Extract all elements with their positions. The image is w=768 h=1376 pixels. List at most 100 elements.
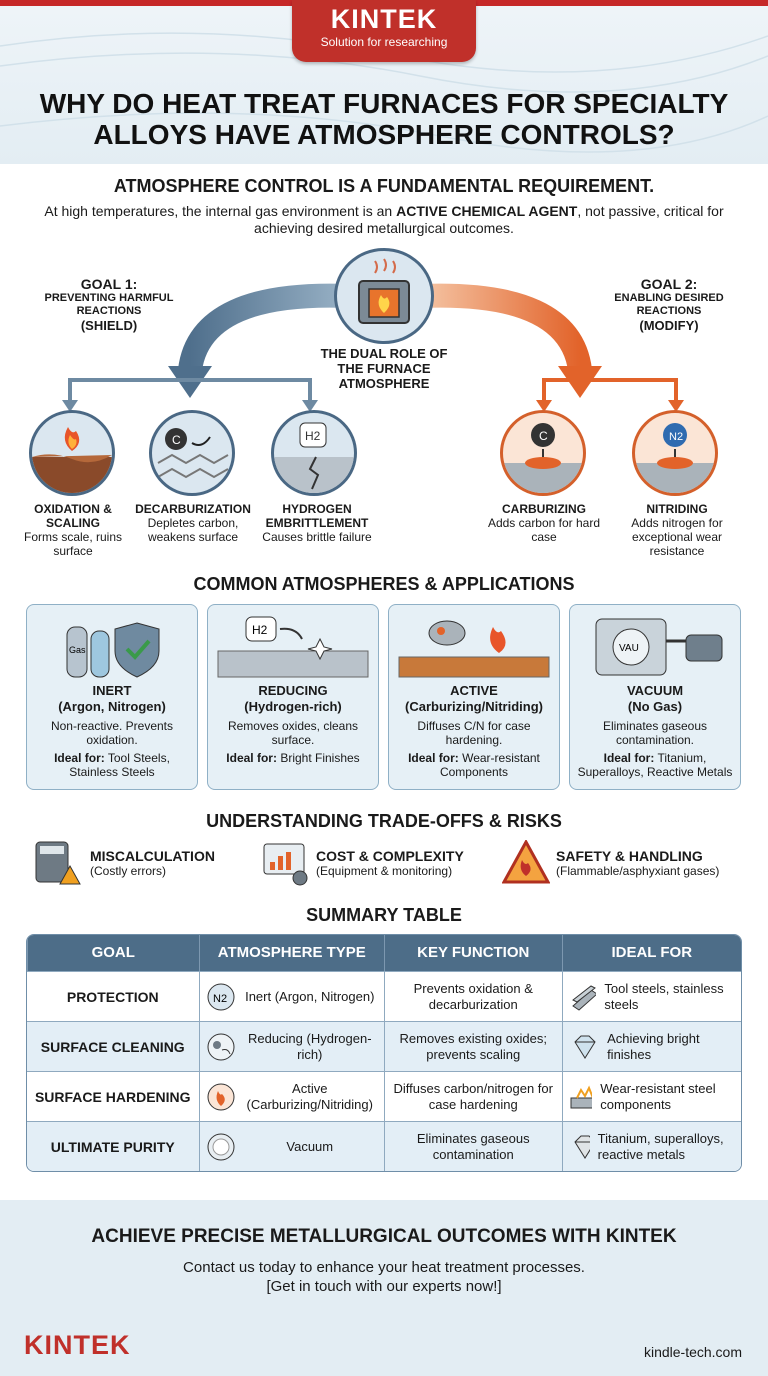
atmosphere-card-inert[interactable]: Gas INERT (Argon, Nitrogen) Non-reactive… bbox=[26, 604, 198, 790]
nitrogen-diffusion-icon: N2 bbox=[632, 410, 718, 496]
dual-role-label: THE DUAL ROLE OF THE FURNACE ATMOSPHERE bbox=[320, 346, 448, 391]
brand-logo-badge[interactable]: KINTEK Solution for researching bbox=[292, 0, 476, 62]
harmful-title-2: HYDROGEN EMBRITTLEMENT bbox=[265, 502, 369, 530]
card-desc-active: Diffuses C/N for case hardening. bbox=[417, 719, 531, 747]
footer bbox=[0, 1200, 768, 1376]
gas-cylinder-shield-icon: Gas bbox=[27, 605, 197, 683]
intro-text: At high temperatures, the internal gas e… bbox=[40, 203, 728, 237]
table-row: SURFACE HARDENING Active (Carburizing/Ni… bbox=[27, 1071, 741, 1121]
risk-title-0: MISCALCULATION bbox=[90, 848, 215, 864]
goal-1-line3: (SHIELD) bbox=[80, 318, 138, 333]
card-title-inert: INERT bbox=[92, 683, 132, 698]
brand-tagline: Solution for researching bbox=[320, 35, 448, 49]
atmosphere-card-reducing[interactable]: H2 REDUCING (Hydrogen-rich) Removes oxid… bbox=[207, 604, 379, 790]
row-function: Prevents oxidation & decarburization bbox=[384, 972, 562, 1021]
risk-safety: SAFETY & HANDLING(Flammable/asphyxiant g… bbox=[502, 840, 742, 886]
nitrogen-icon: N2 bbox=[207, 983, 235, 1010]
nitrogen-icon-label: N2 bbox=[213, 993, 227, 1005]
desired-title-0: CARBURIZING bbox=[502, 502, 586, 516]
goal-2-label: GOAL 2: ENABLING DESIRED REACTIONS (MODI… bbox=[594, 276, 744, 333]
dual-role-arrows bbox=[62, 283, 684, 412]
card-subtitle-vacuum: (No Gas) bbox=[627, 699, 683, 714]
row-goal: SURFACE HARDENING bbox=[34, 1088, 191, 1105]
harmful-desc-2: Causes brittle failure bbox=[262, 530, 372, 544]
risk-sub-2: (Flammable/asphyxiant gases) bbox=[556, 864, 720, 878]
hydrogen-label: H2 bbox=[252, 623, 268, 637]
card-title-active: ACTIVE bbox=[450, 683, 498, 698]
card-ideal-vacuum: Ideal for: Titanium, Superalloys, Reacti… bbox=[570, 751, 740, 779]
row-function: Removes existing oxides; prevents scalin… bbox=[384, 1022, 562, 1071]
ideal-label: Ideal for: bbox=[603, 751, 655, 765]
card-subtitle-reducing: (Hydrogen-rich) bbox=[244, 699, 342, 714]
ideal-value-active: Wear-resistant Components bbox=[439, 751, 540, 779]
intro-text-bold: ACTIVE CHEMICAL AGENT bbox=[396, 203, 578, 219]
furnace-icon bbox=[334, 248, 434, 344]
ideal-label: Ideal for: bbox=[54, 751, 105, 765]
row-goal: SURFACE CLEANING bbox=[40, 1038, 185, 1055]
risk-title-2: SAFETY & HANDLING bbox=[556, 848, 703, 864]
footer-url[interactable]: kindle-tech.com bbox=[643, 1344, 742, 1360]
fire-warning-icon bbox=[502, 840, 550, 884]
ideal-value-vacuum: Titanium, Superalloys, Reactive Metals bbox=[577, 751, 733, 779]
footer-logo[interactable]: KINTEK bbox=[24, 1330, 131, 1360]
column-header-ideal: IDEAL FOR bbox=[561, 935, 742, 971]
desired-desc-0: Adds carbon for hard case bbox=[487, 516, 601, 544]
row-goal: PROTECTION bbox=[66, 988, 159, 1005]
risk-title-1: COST & COMPLEXITY bbox=[316, 848, 464, 864]
row-ideal-text: Achieving bright finishes bbox=[607, 1030, 700, 1062]
carbon-diffusion-icon: C bbox=[500, 410, 586, 496]
vacuum-label: VAU bbox=[619, 643, 639, 654]
hydrogen-surface-icon: H2 bbox=[208, 605, 378, 683]
desired-desc-1: Adds nitrogen for exceptional wear resis… bbox=[631, 516, 723, 558]
risk-sub-1: (Equipment & monitoring) bbox=[316, 864, 453, 878]
table-row: SURFACE CLEANING Reducing (Hydrogen-rich… bbox=[27, 1021, 741, 1071]
ideal-label: Ideal for: bbox=[226, 751, 277, 765]
row-ideal-text: Titanium, superalloys, reactive metals bbox=[597, 1130, 724, 1162]
hydrogen-crack-icon: H2 bbox=[271, 410, 357, 496]
row-atmosphere: Vacuum bbox=[198, 1122, 384, 1171]
card-desc-vacuum: Eliminates gaseous contamination. bbox=[602, 719, 708, 747]
harmful-desc-1: Depletes carbon, weakens surface bbox=[147, 516, 239, 544]
ideal-value-inert: Tool Steels, Stainless Steels bbox=[69, 751, 170, 779]
vacuum-chamber-icon: VAU bbox=[570, 605, 740, 683]
row-ideal: Titanium, superalloys, reactive metals bbox=[561, 1122, 742, 1171]
row-ideal-text: Wear-resistant steel components bbox=[600, 1080, 716, 1112]
column-header-atmosphere: ATMOSPHERE TYPE bbox=[198, 935, 384, 971]
risk-miscalculation: MISCALCULATION(Costly errors) bbox=[34, 840, 234, 886]
monitor-chart-icon bbox=[263, 843, 308, 886]
intro-heading: ATMOSPHERE CONTROL IS A FUNDAMENTAL REQU… bbox=[113, 176, 655, 196]
row-ideal: Tool steels, stainless steels bbox=[561, 972, 742, 1021]
row-atmosphere-text: Vacuum bbox=[286, 1138, 334, 1154]
card-title-vacuum: VACUUM bbox=[626, 683, 684, 698]
page-title: WHY DO HEAT TREAT FURNACES FOR SPECIALTY… bbox=[39, 88, 729, 150]
ideal-value-reducing: Bright Finishes bbox=[280, 751, 360, 765]
calculator-warning-icon bbox=[35, 841, 81, 885]
svg-text:C: C bbox=[172, 433, 181, 447]
row-atmosphere: Reducing (Hydrogen-rich) bbox=[198, 1022, 384, 1071]
atmosphere-card-active[interactable]: ACTIVE (Carburizing/Nitriding) Diffuses … bbox=[388, 604, 560, 790]
atmospheres-heading: COMMON ATMOSPHERES & APPLICATIONS bbox=[193, 574, 575, 594]
column-header-function: KEY FUNCTION bbox=[384, 935, 562, 971]
card-subtitle-inert: (Argon, Nitrogen) bbox=[58, 699, 166, 714]
flame-rust-icon bbox=[29, 410, 115, 496]
brand-name: KINTEK bbox=[330, 4, 438, 34]
row-goal: ULTIMATE PURITY bbox=[50, 1138, 175, 1155]
footer-line1: Contact us today to enhance your heat tr… bbox=[183, 1259, 585, 1276]
row-atmosphere-text: Reducing (Hydrogen-rich) bbox=[247, 1030, 372, 1062]
goal-1-line2: PREVENTING HARMFUL REACTIONS bbox=[44, 292, 174, 317]
atmosphere-card-vacuum[interactable]: VAU VACUUM (No Gas) Eliminates gaseous c… bbox=[569, 604, 741, 790]
card-subtitle-active: (Carburizing/Nitriding) bbox=[405, 699, 543, 714]
row-atmosphere: Active (Carburizing/Nitriding) bbox=[198, 1072, 384, 1121]
footer-cta-link[interactable]: [Get in touch with our experts now!] bbox=[266, 1278, 502, 1295]
intro-text-before: At high temperatures, the internal gas e… bbox=[44, 203, 397, 219]
carbon-lattice-icon: C bbox=[149, 410, 235, 496]
card-desc-reducing: Removes oxides, cleans surface. bbox=[227, 719, 359, 747]
svg-text:H2: H2 bbox=[305, 429, 321, 443]
risk-sub-0: (Costly errors) bbox=[90, 864, 167, 878]
harmful-title-1: DECARBURIZATION bbox=[135, 502, 251, 516]
